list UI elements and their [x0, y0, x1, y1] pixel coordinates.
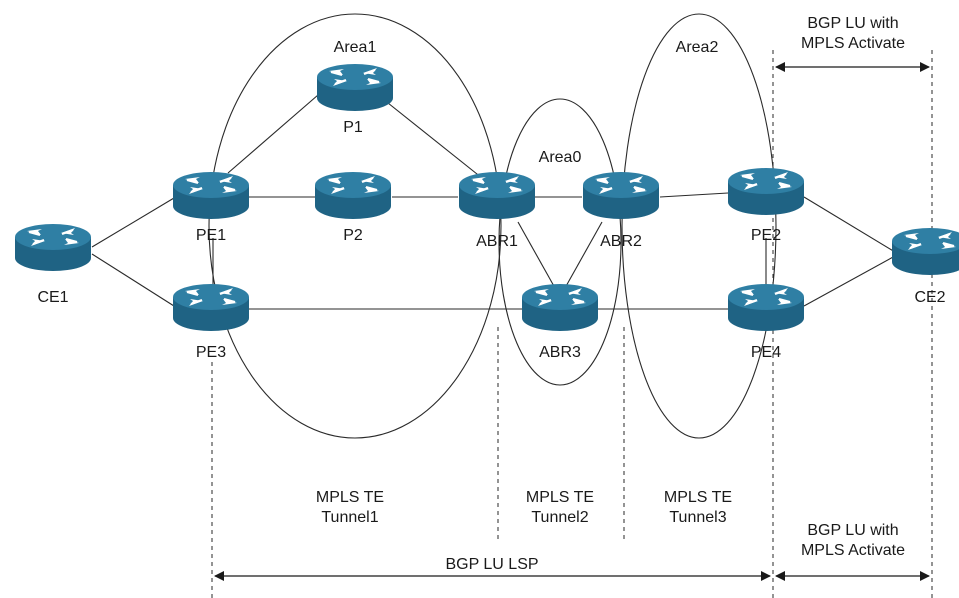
bgp-lu-bottom-line1: BGP LU with — [807, 522, 898, 539]
link-abr2-pe2 — [659, 192, 729, 198]
link-ce1-pe3 — [91, 253, 175, 307]
router-label-pe4: PE4 — [751, 344, 781, 361]
link-p1-abr1 — [387, 102, 483, 179]
router-label-abr2: ABR2 — [600, 233, 642, 250]
area2-boundary — [621, 13, 777, 439]
router-pe3-router-icon — [173, 284, 249, 331]
router-label-pe2: PE2 — [751, 227, 781, 244]
router-label-p1: P1 — [343, 119, 363, 136]
area1-boundary — [208, 13, 502, 439]
tunnel1-line2: Tunnel1 — [321, 509, 378, 526]
router-ce2-router-icon — [892, 228, 959, 275]
router-ce1-router-icon — [15, 224, 91, 271]
bgp-lu-top-line1: BGP LU with — [807, 15, 898, 32]
tunnel2-line2: Tunnel2 — [531, 509, 588, 526]
router-abr2-router-icon — [583, 172, 659, 219]
link-pe1-p1 — [227, 94, 319, 174]
router-label-pe1: PE1 — [196, 227, 226, 244]
router-label-ce2: CE2 — [914, 289, 945, 306]
link-pe2-ce2 — [803, 196, 896, 253]
area0-label: Area0 — [539, 149, 582, 166]
router-label-p2: P2 — [343, 227, 363, 244]
router-label-abr3: ABR3 — [539, 344, 581, 361]
link-abr2-abr3 — [564, 221, 603, 289]
router-pe4-router-icon — [728, 284, 804, 331]
router-label-pe3: PE3 — [196, 344, 226, 361]
routers — [15, 64, 959, 331]
tunnel3-line1: MPLS TE — [664, 489, 732, 506]
area2-label: Area2 — [676, 39, 719, 56]
link-abr1-abr3 — [517, 221, 556, 289]
area1-label: Area1 — [334, 39, 377, 56]
bgp-lu-bottom-line2: MPLS Activate — [801, 542, 905, 559]
router-pe1-router-icon — [173, 172, 249, 219]
span-arrows — [214, 62, 930, 581]
router-label-ce1: CE1 — [37, 289, 68, 306]
router-abr3-router-icon — [522, 284, 598, 331]
router-p1-router-icon — [317, 64, 393, 111]
tunnel2-line1: MPLS TE — [526, 489, 594, 506]
router-label-abr1: ABR1 — [476, 233, 518, 250]
area-boundaries — [208, 13, 777, 439]
tunnel1-line1: MPLS TE — [316, 489, 384, 506]
bgp-lu-lsp-label: BGP LU LSP — [445, 556, 538, 573]
tunnel3-line2: Tunnel3 — [669, 509, 726, 526]
link-ce1-pe1 — [91, 197, 175, 248]
router-p2-router-icon — [315, 172, 391, 219]
router-pe2-router-icon — [728, 168, 804, 215]
link-pe4-ce2 — [803, 255, 896, 307]
links — [91, 94, 896, 310]
router-abr1-router-icon — [459, 172, 535, 219]
bgp-lu-top-line2: MPLS Activate — [801, 35, 905, 52]
area0-boundary — [498, 98, 622, 386]
